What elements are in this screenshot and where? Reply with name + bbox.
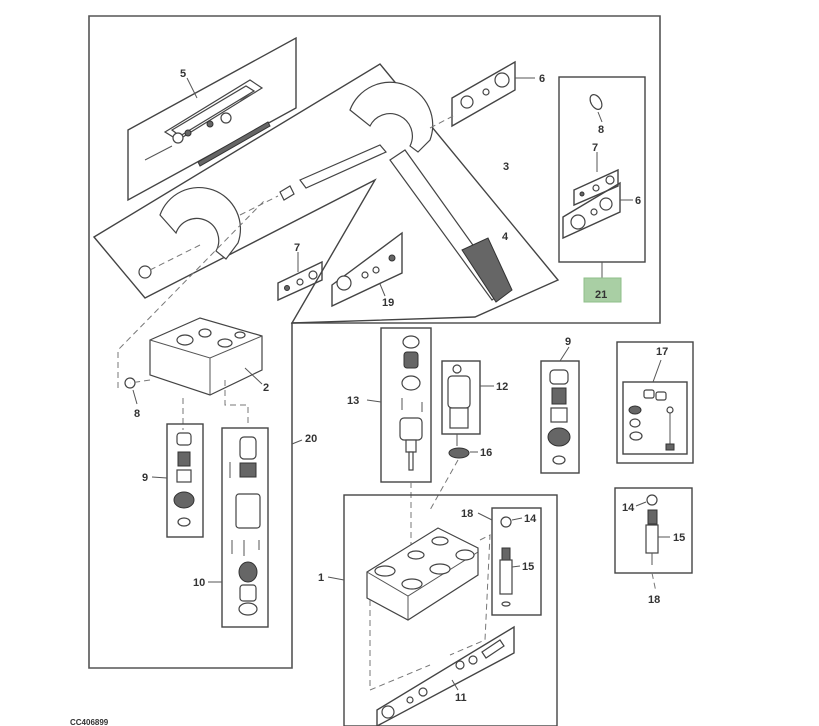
callout-6[interactable]: 6 — [539, 73, 545, 85]
callout-7[interactable]: 7 — [592, 142, 598, 154]
callout-9[interactable]: 9 — [565, 336, 571, 348]
part-group-9-left — [151, 423, 204, 538]
callout-21[interactable]: 21 — [595, 289, 607, 301]
part-group-17 — [616, 341, 694, 464]
leader-20 — [291, 439, 303, 445]
part-group-9-right — [540, 346, 580, 474]
callout-14[interactable]: 14 — [524, 513, 537, 525]
part-group-11 — [376, 625, 515, 726]
part-group-15-right — [614, 487, 693, 593]
part-group-13 — [366, 327, 432, 545]
callout-20[interactable]: 20 — [305, 433, 317, 445]
callout-13[interactable]: 13 — [347, 395, 359, 407]
callout-9[interactable]: 9 — [142, 472, 148, 484]
part-group-1 — [327, 494, 558, 726]
callout-18[interactable]: 18 — [648, 594, 660, 606]
callout-15[interactable]: 15 — [522, 561, 534, 573]
part-group-21 — [558, 76, 646, 303]
callout-7[interactable]: 7 — [294, 242, 300, 254]
part-group-10 — [208, 427, 269, 628]
callout-10[interactable]: 10 — [193, 577, 205, 589]
part-group-5 — [127, 36, 297, 202]
highlight-box-21 — [583, 277, 622, 303]
callout-1[interactable]: 1 — [318, 572, 324, 584]
callout-12[interactable]: 12 — [496, 381, 508, 393]
callout-11[interactable]: 11 — [455, 692, 467, 704]
callout-17[interactable]: 17 — [656, 346, 668, 358]
part-group-12 — [429, 360, 494, 511]
callout-8[interactable]: 8 — [134, 408, 140, 420]
callout-15[interactable]: 15 — [673, 532, 685, 544]
callout-4[interactable]: 4 — [502, 231, 509, 243]
callout-2[interactable]: 2 — [263, 382, 269, 394]
part-group-15-inner — [477, 507, 542, 616]
callout-8[interactable]: 8 — [598, 124, 604, 136]
callout-6[interactable]: 6 — [635, 195, 641, 207]
part-group-7-mid — [277, 252, 323, 302]
part-valve-body-2 — [117, 199, 266, 430]
callout-5[interactable]: 5 — [180, 68, 186, 80]
callout-3[interactable]: 3 — [503, 161, 509, 173]
callout-14[interactable]: 14 — [622, 502, 635, 514]
part-group-19 — [331, 231, 403, 308]
callout-16[interactable]: 16 — [480, 447, 492, 459]
part-group-6-top — [429, 60, 535, 129]
figure-id-label: CC406899 — [70, 718, 109, 726]
part-group-3 — [92, 63, 560, 324]
callout-18[interactable]: 18 — [461, 508, 473, 520]
callout-19[interactable]: 19 — [382, 297, 394, 309]
